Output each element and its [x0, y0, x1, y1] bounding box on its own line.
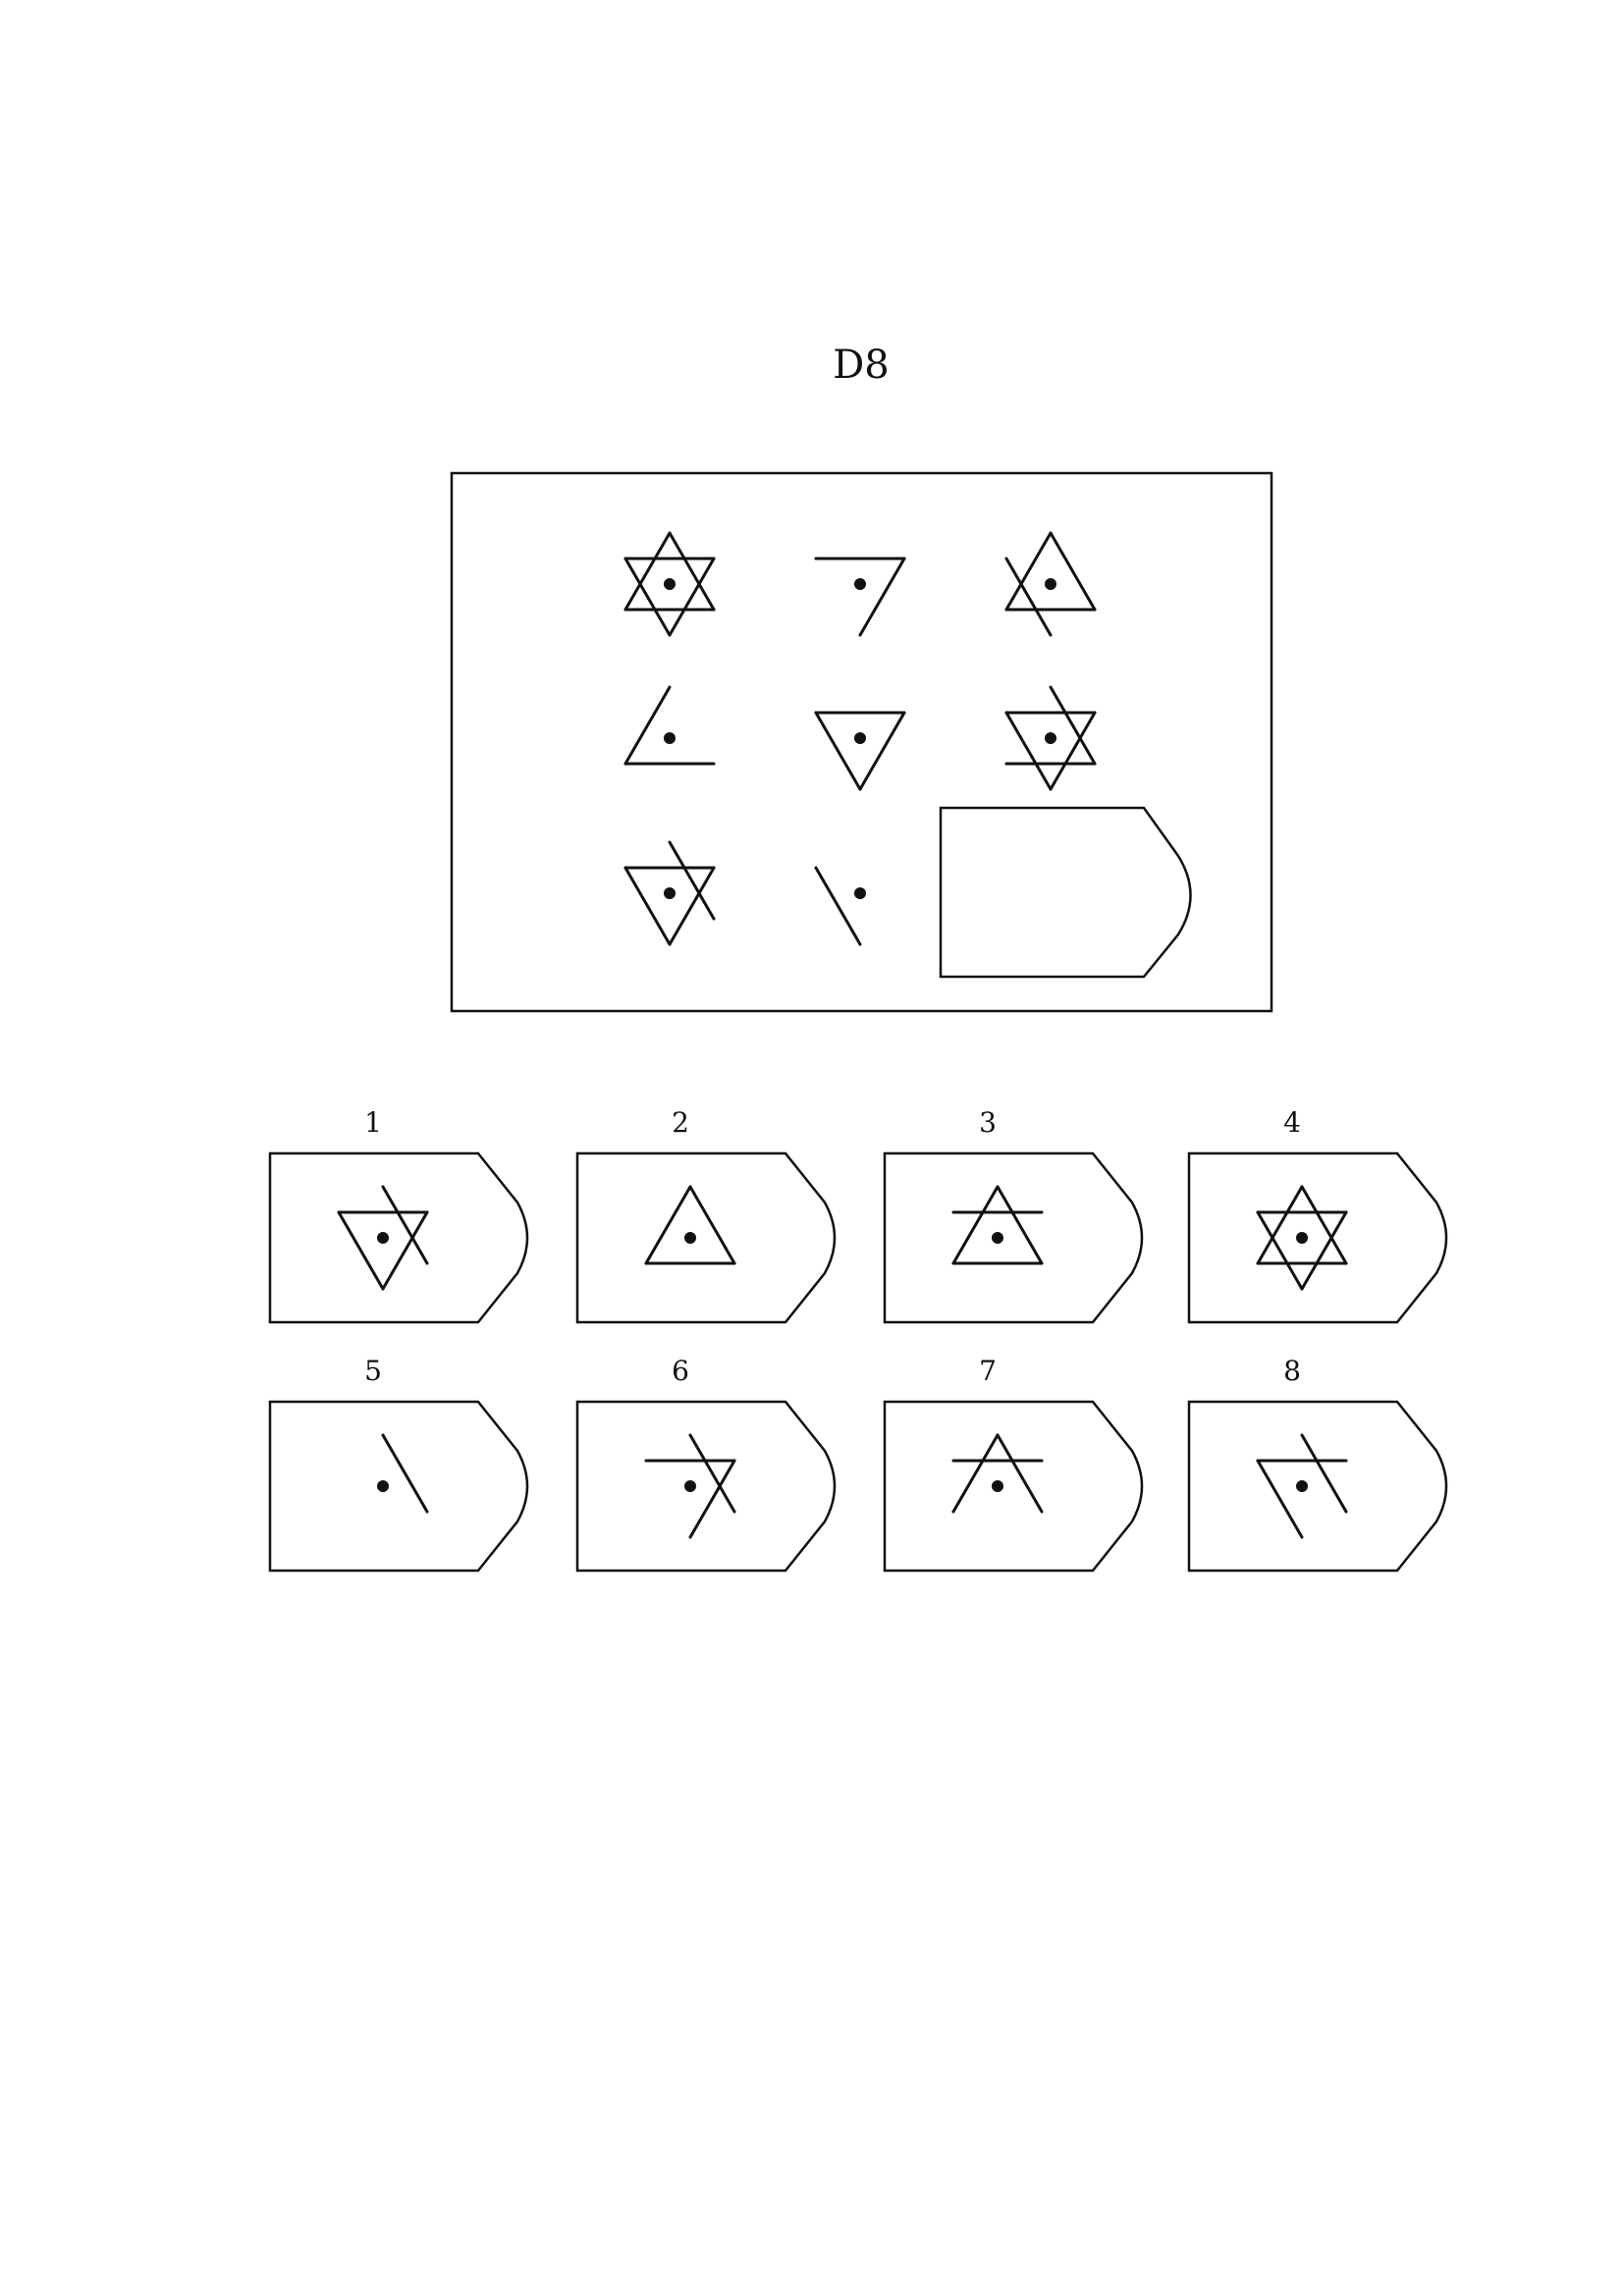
option-8[interactable]: 8 — [1187, 1355, 1448, 1573]
matrix-cell-6-segment-dn-r — [1049, 711, 1097, 791]
option-8-frame[interactable] — [1187, 1400, 1448, 1573]
matrix-cell-3-segment-up-l — [1004, 531, 1053, 612]
option-8-number: 8 — [1283, 1355, 1301, 1387]
option-4-segment-dn-r — [1300, 1210, 1348, 1291]
option-4-frame[interactable] — [1187, 1151, 1448, 1324]
matrix-cell-8-figure — [814, 866, 866, 946]
option-3-number: 3 — [979, 1106, 997, 1139]
option-3-frame[interactable] — [883, 1151, 1144, 1324]
option-2-center-dot — [684, 1232, 696, 1244]
matrix-frame — [450, 471, 1273, 1013]
matrix-cell-7-segment-dn-r — [668, 866, 716, 946]
matrix-cell-6-segment-up-r — [1049, 685, 1097, 766]
option-2[interactable]: 2 — [575, 1106, 837, 1324]
option-5-frame[interactable] — [268, 1400, 529, 1573]
option-7[interactable]: 7 — [883, 1355, 1144, 1573]
matrix-cell-3-segment-dn-l — [1004, 557, 1053, 637]
option-7-segment-up-r — [996, 1433, 1044, 1514]
page-title: D8 — [833, 343, 890, 388]
matrix-cell-1-segment-up-r — [668, 531, 716, 612]
option-2-figure — [644, 1185, 736, 1265]
option-6-number: 6 — [672, 1355, 689, 1387]
option-3[interactable]: 3 — [883, 1106, 1144, 1324]
option-2-segment-up-l — [644, 1185, 692, 1265]
option-4-center-dot — [1296, 1232, 1308, 1244]
matrix-cell-1-figure — [623, 531, 716, 637]
option-1[interactable]: 1 — [268, 1106, 529, 1324]
option-4-figure — [1256, 1185, 1348, 1291]
option-6[interactable]: 6 — [575, 1355, 837, 1573]
option-1-segment-dn-l — [337, 1210, 385, 1291]
matrix-cell-3-figure — [1004, 531, 1097, 637]
option-4[interactable]: 4 — [1187, 1106, 1448, 1324]
option-3-segment-up-l — [951, 1185, 1000, 1265]
option-5-segment-up-r — [381, 1433, 429, 1514]
option-7-figure — [951, 1433, 1044, 1514]
matrix-cell-8-segment-dn-l — [814, 866, 862, 946]
option-4-segment-up-r — [1300, 1185, 1348, 1265]
answer-slot[interactable] — [939, 806, 1192, 979]
answer-options: 1 2 3 4 5 6 7 8 — [268, 1106, 1448, 1573]
matrix-cell-6-segment-dn-l — [1004, 711, 1053, 791]
matrix-cell-7-segment-dn-l — [623, 866, 672, 946]
option-7-number: 7 — [979, 1355, 997, 1387]
option-3-segment-up-r — [996, 1185, 1044, 1265]
matrix-cell-7-segment-up-r — [668, 840, 716, 921]
option-2-number: 2 — [672, 1106, 689, 1139]
matrix-cell-6-center-dot — [1045, 732, 1056, 744]
option-1-segment-dn-r — [381, 1210, 429, 1291]
option-1-figure — [337, 1185, 429, 1291]
matrix-cell-6-figure — [1004, 685, 1097, 791]
option-4-segment-dn-l — [1256, 1210, 1304, 1291]
option-1-center-dot — [377, 1232, 389, 1244]
matrix-cell-1-segment-dn-r — [668, 557, 716, 637]
matrix-cell-4-center-dot — [664, 732, 676, 744]
option-1-number: 1 — [364, 1106, 382, 1139]
option-1-frame[interactable] — [268, 1151, 529, 1324]
option-5-number: 5 — [364, 1355, 382, 1387]
matrix-cell-5-figure — [814, 711, 906, 791]
matrix-cell-1-segment-dn-l — [623, 557, 672, 637]
matrix-cell-7-figure — [623, 840, 716, 946]
option-5[interactable]: 5 — [268, 1355, 529, 1573]
matrix-cell-2-center-dot — [854, 578, 866, 590]
option-2-segment-up-r — [688, 1185, 736, 1265]
option-7-frame[interactable] — [883, 1400, 1144, 1573]
option-6-figure — [644, 1433, 736, 1539]
matrix-cell-3-segment-up-r — [1049, 531, 1097, 612]
matrix-cell-4-segment-up-l — [623, 685, 672, 766]
option-8-segment-dn-l — [1256, 1459, 1304, 1539]
option-6-frame[interactable] — [575, 1400, 837, 1573]
option-5-figure — [377, 1433, 429, 1514]
matrix-cell-1-segment-up-l — [623, 531, 672, 612]
matrix-cell-3-center-dot — [1045, 578, 1056, 590]
option-8-center-dot — [1296, 1480, 1308, 1492]
matrix-cell-5-segment-dn-r — [858, 711, 906, 791]
option-4-number: 4 — [1283, 1106, 1301, 1139]
matrix-cell-5-segment-dn-l — [814, 711, 862, 791]
option-8-figure — [1256, 1433, 1348, 1539]
matrix-cell-2-figure — [814, 557, 906, 637]
matrix-cell-2-segment-dn-r — [858, 557, 906, 637]
option-6-center-dot — [684, 1480, 696, 1492]
matrix-cell-7-center-dot — [664, 887, 676, 899]
matrix-cell-1-center-dot — [664, 578, 676, 590]
option-5-center-dot — [377, 1480, 389, 1492]
option-3-center-dot — [992, 1232, 1003, 1244]
option-4-segment-up-l — [1256, 1185, 1304, 1265]
matrix-cell-5-center-dot — [854, 732, 866, 744]
matrix-grid — [623, 531, 1097, 946]
option-6-segment-dn-r — [688, 1459, 736, 1539]
option-3-figure — [951, 1185, 1044, 1265]
option-1-segment-up-r — [381, 1185, 429, 1265]
option-8-segment-up-r — [1300, 1433, 1348, 1514]
option-7-segment-up-l — [951, 1433, 1000, 1514]
option-6-segment-up-r — [688, 1433, 736, 1514]
option-2-frame[interactable] — [575, 1151, 837, 1324]
matrix-cell-8-center-dot — [854, 887, 866, 899]
option-7-center-dot — [992, 1480, 1003, 1492]
matrix-cell-4-figure — [623, 685, 716, 766]
